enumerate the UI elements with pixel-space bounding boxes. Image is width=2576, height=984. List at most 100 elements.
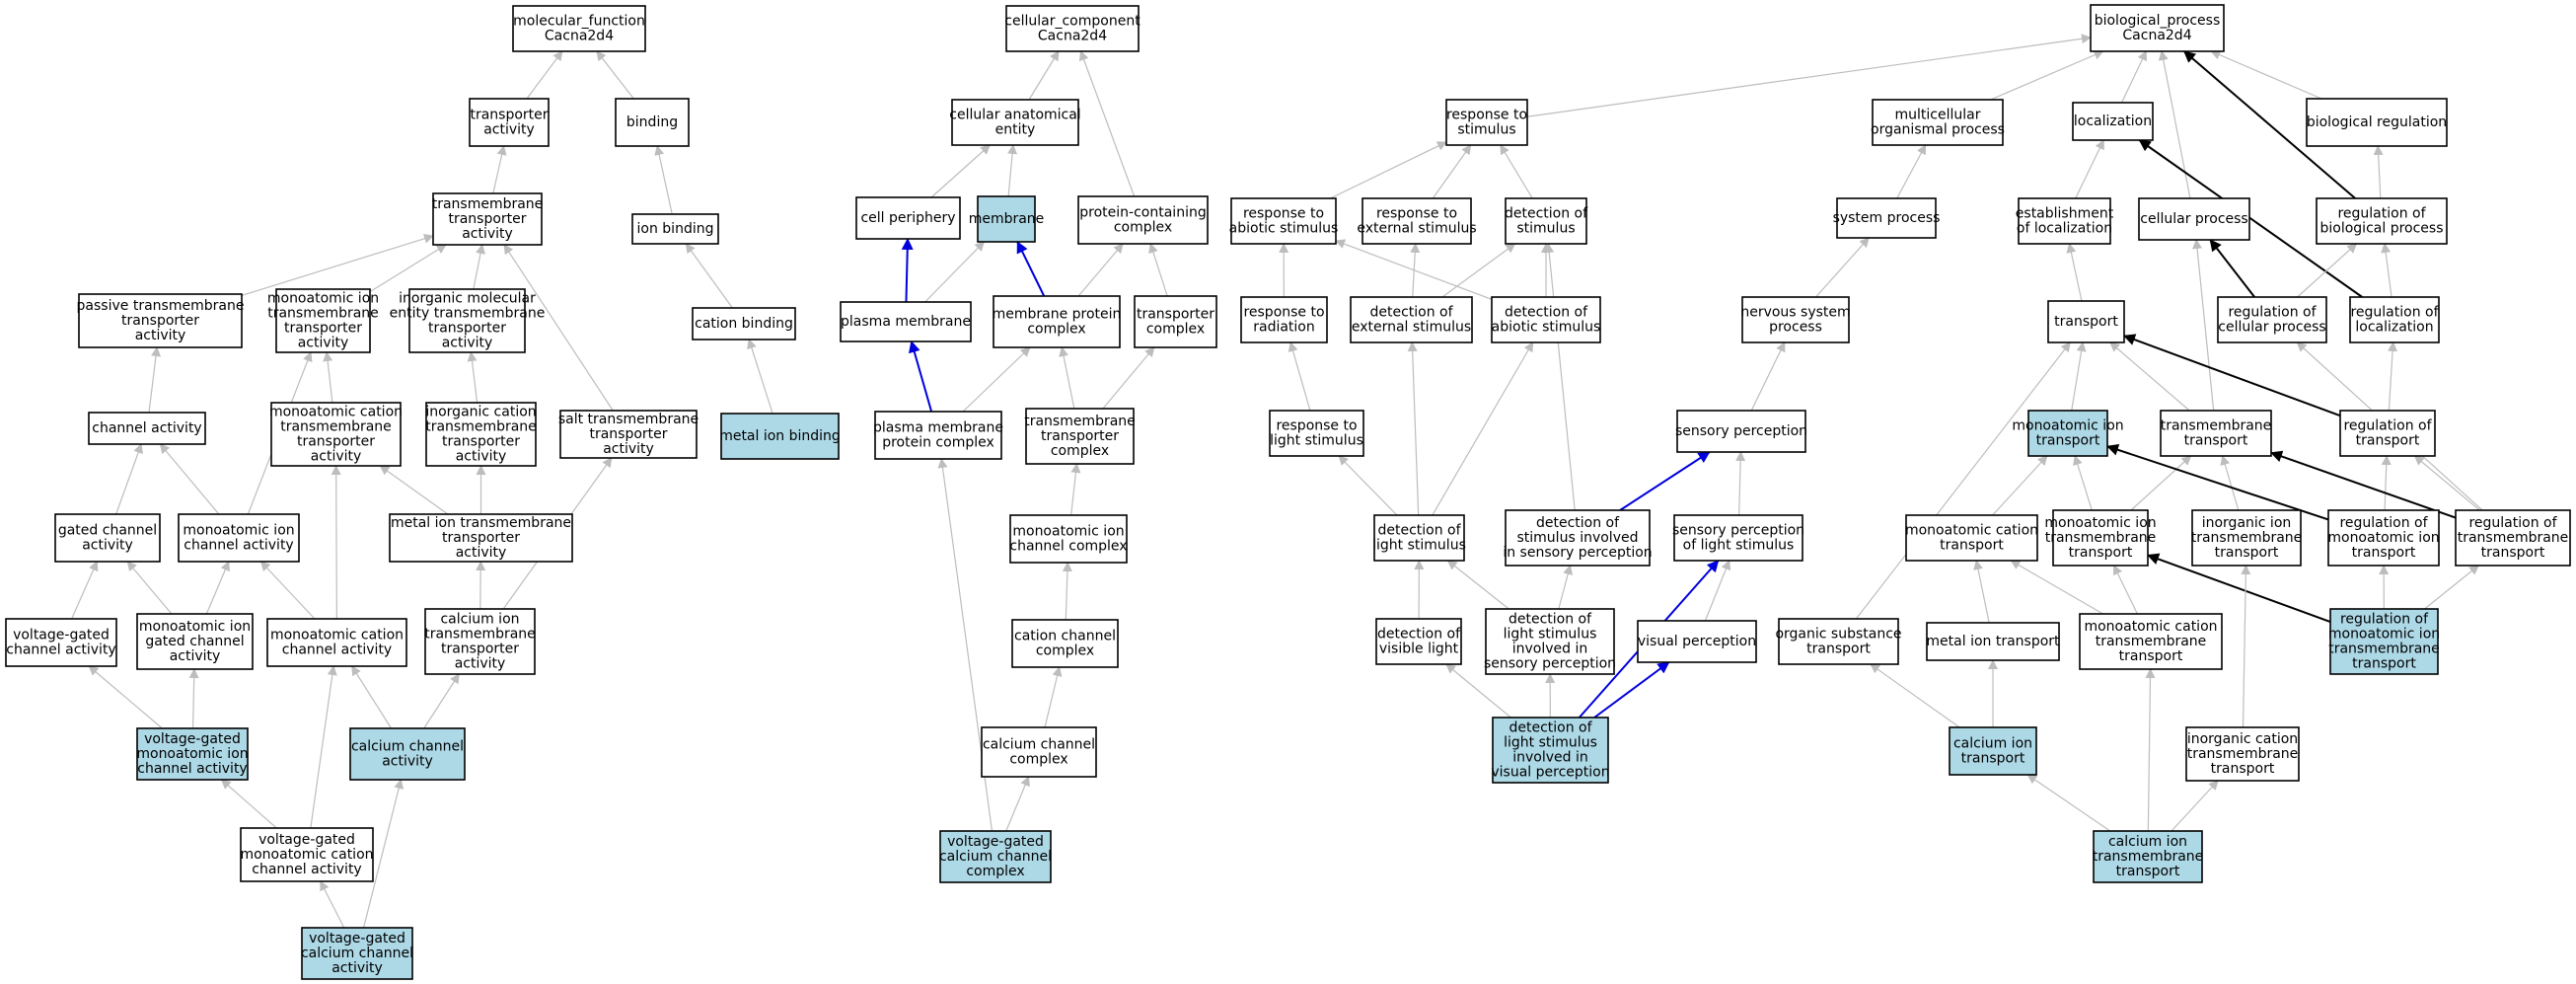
node-label-line: external stimulus bbox=[1352, 320, 1471, 336]
go-term-node-ion-binding[interactable]: ion binding bbox=[631, 213, 719, 245]
go-term-node-calcium-ion-tm-act[interactable]: calcium iontransmembranetransporteractiv… bbox=[424, 608, 536, 675]
edge-vg_calcium_channel-to-calcium_channel bbox=[362, 779, 405, 929]
node-label-line: Cacna2d4 bbox=[545, 29, 614, 44]
go-term-node-metal-ion-binding[interactable]: metal ion binding bbox=[719, 413, 841, 460]
node-label-line: complex bbox=[1009, 752, 1067, 768]
go-term-node-membrane[interactable]: membrane bbox=[969, 195, 1045, 243]
go-term-node-system-process[interactable]: system process bbox=[1833, 197, 1941, 239]
go-term-node-cell-periphery[interactable]: cell periphery bbox=[855, 196, 961, 240]
go-term-node-channel-activity[interactable]: channel activity bbox=[88, 412, 206, 445]
go-term-node-cellular-process[interactable]: cellular process bbox=[2138, 197, 2250, 241]
node-label-line: transmembrane bbox=[425, 419, 537, 435]
go-term-node-metal-ion-transport[interactable]: metal ion transport bbox=[1926, 622, 2060, 661]
go-term-node-visual-perception[interactable]: visual perception bbox=[1637, 620, 1757, 663]
node-box bbox=[977, 195, 1036, 243]
edge-calcium_ion_tm_transport-to-inorg_cation_tm_transport bbox=[2171, 780, 2219, 832]
go-term-node-plasma-membrane[interactable]: plasma membrane bbox=[840, 301, 972, 342]
go-term-node-mono-cation-tm[interactable]: monoatomic cationtransmembranetransporte… bbox=[269, 402, 403, 467]
go-term-node-sensory-perception[interactable]: sensory perception bbox=[1675, 410, 1807, 453]
go-term-node-binding[interactable]: binding bbox=[615, 98, 690, 147]
node-label-line: regulation of bbox=[2228, 305, 2317, 321]
edge-resp_light-to-resp_radiation bbox=[1288, 341, 1311, 412]
go-term-node-bio-regulation[interactable]: biological regulation bbox=[2306, 98, 2448, 147]
go-term-node-inorg-cation-tm[interactable]: inorganic cationtransmembranetransporter… bbox=[425, 402, 537, 467]
go-term-node-cation-binding[interactable]: cation binding bbox=[692, 307, 796, 341]
edge-reg_mono_ion_transport-to-reg_transport bbox=[2381, 455, 2392, 511]
go-term-node-localization[interactable]: localization bbox=[2072, 102, 2154, 141]
edge-calcium_channel-to-mono_cation_channel bbox=[351, 665, 393, 729]
go-term-node-transport[interactable]: transport bbox=[2047, 300, 2125, 343]
go-term-node-mono-ion-tm[interactable]: monoatomic iontransmembranetransporterac… bbox=[267, 288, 379, 353]
edge-tm_transporter_complex-to-mem_prot_complex bbox=[1059, 346, 1075, 410]
node-label-line: channel complex bbox=[1009, 539, 1127, 555]
node-label-line: channel activity bbox=[137, 761, 247, 777]
node-label-line: transporter bbox=[448, 211, 526, 227]
go-term-node-metal-ion-tm[interactable]: metal ion transmembranetransporteractivi… bbox=[389, 513, 573, 563]
node-box bbox=[2306, 98, 2448, 147]
node-label-line: transport bbox=[2036, 433, 2100, 449]
node-box bbox=[270, 402, 402, 467]
